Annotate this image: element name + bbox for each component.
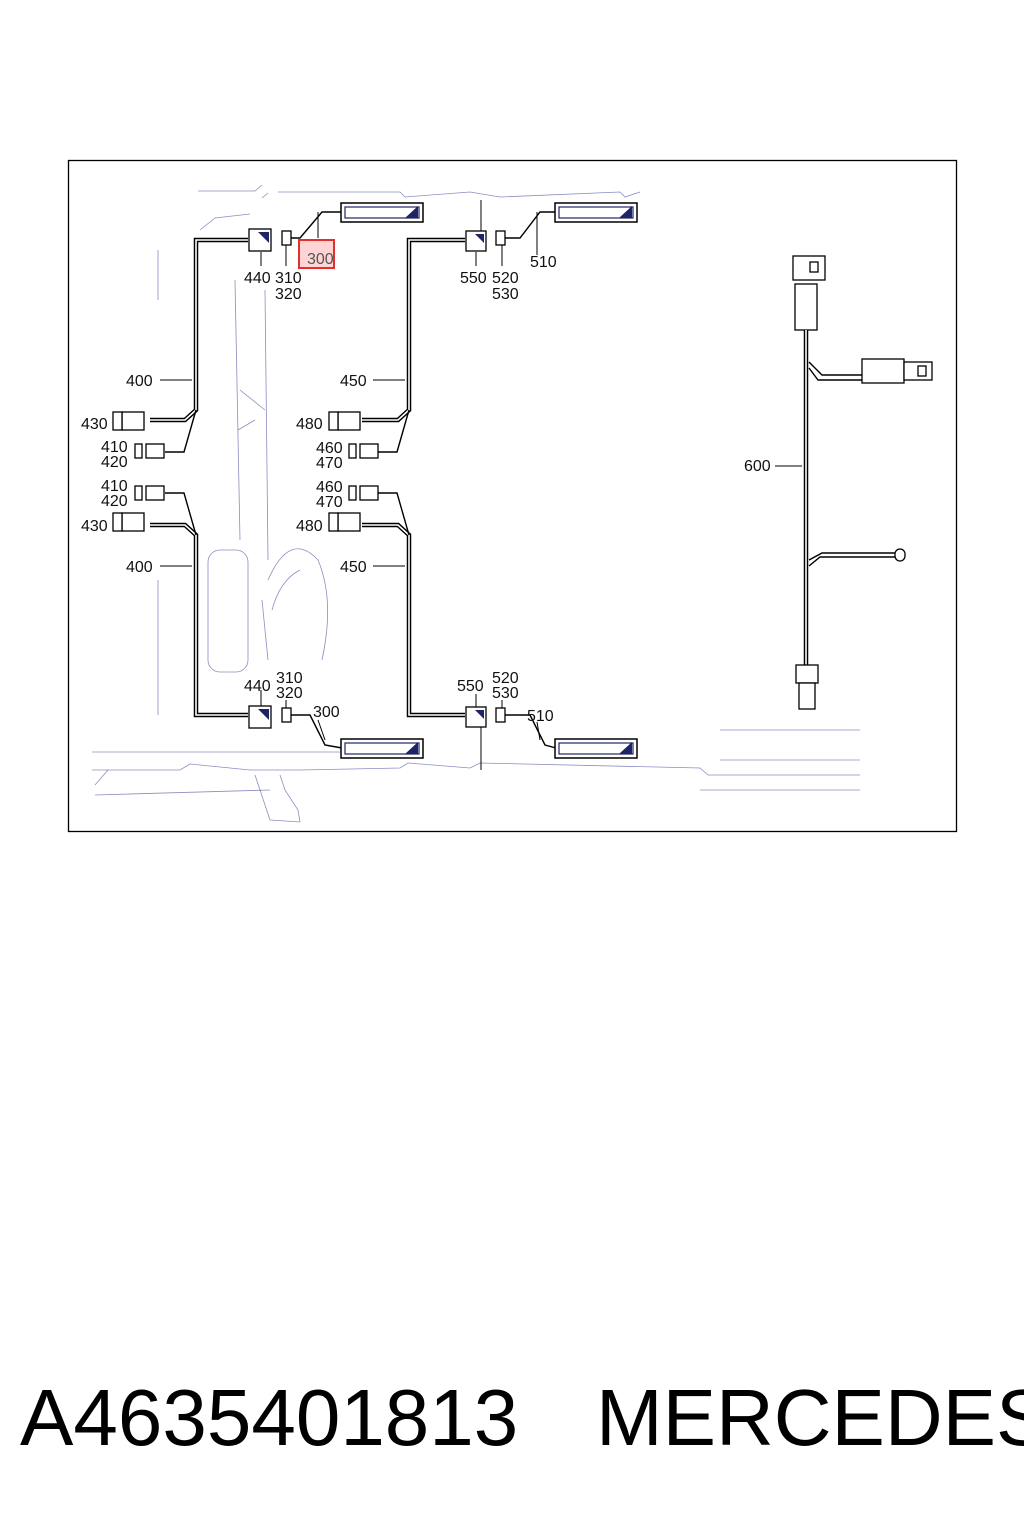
label-310-bottom: 310: [276, 670, 303, 687]
label-420-bottom: 420: [101, 493, 128, 510]
label-410-bottom: 410: [101, 478, 128, 495]
label-300-bottom: 300: [313, 704, 340, 721]
label-430-bottom: 430: [81, 518, 108, 535]
label-520-bottom: 520: [492, 670, 519, 687]
label-460-bottom: 460: [316, 479, 343, 496]
middle-upper-assembly: [328, 200, 638, 459]
label-470-bottom: 470: [316, 494, 343, 511]
label-440-top: 440: [244, 270, 271, 287]
label-440-bottom: 440: [244, 678, 271, 695]
brand-name: MERCEDES: [596, 1373, 1024, 1462]
left-upper-assembly: [112, 202, 424, 459]
callout-labels: 300 440 310 320 550 520 530 510 400 430 …: [81, 251, 771, 725]
label-450-bottom: 450: [340, 559, 367, 576]
label-520-top: 520: [492, 270, 519, 287]
label-310-top: 310: [275, 270, 302, 287]
label-480-bottom: 480: [296, 518, 323, 535]
label-420-top: 420: [101, 454, 128, 471]
label-470-top: 470: [316, 455, 343, 472]
left-lower-assembly: [112, 485, 424, 759]
label-600: 600: [744, 458, 771, 475]
label-450-top: 450: [340, 373, 367, 390]
caption-footer: A4635401813 MERCEDES: [0, 1370, 1024, 1480]
label-480-top: 480: [296, 416, 323, 433]
label-550-bottom: 550: [457, 678, 484, 695]
label-320-bottom: 320: [276, 685, 303, 702]
label-550-top: 550: [460, 270, 487, 287]
label-510-bottom: 510: [527, 708, 554, 725]
highlight-box: [298, 239, 335, 269]
part-number: A4635401813: [20, 1373, 519, 1462]
wiring-harness-diagram: 300 440 310 320 550 520 530 510 400 430 …: [67, 159, 958, 833]
harness-600: [775, 255, 933, 710]
label-460-top: 460: [316, 440, 343, 457]
label-320-top: 320: [275, 286, 302, 303]
label-300-highlight: 300: [307, 251, 334, 268]
label-530-bottom: 530: [492, 685, 519, 702]
label-400-bottom: 400: [126, 559, 153, 576]
label-400-top: 400: [126, 373, 153, 390]
vehicle-outline: [92, 184, 860, 823]
label-430-top: 430: [81, 416, 108, 433]
label-530-top: 530: [492, 286, 519, 303]
label-410-top: 410: [101, 439, 128, 456]
middle-lower-assembly: [328, 485, 638, 770]
label-510-top: 510: [530, 254, 557, 271]
